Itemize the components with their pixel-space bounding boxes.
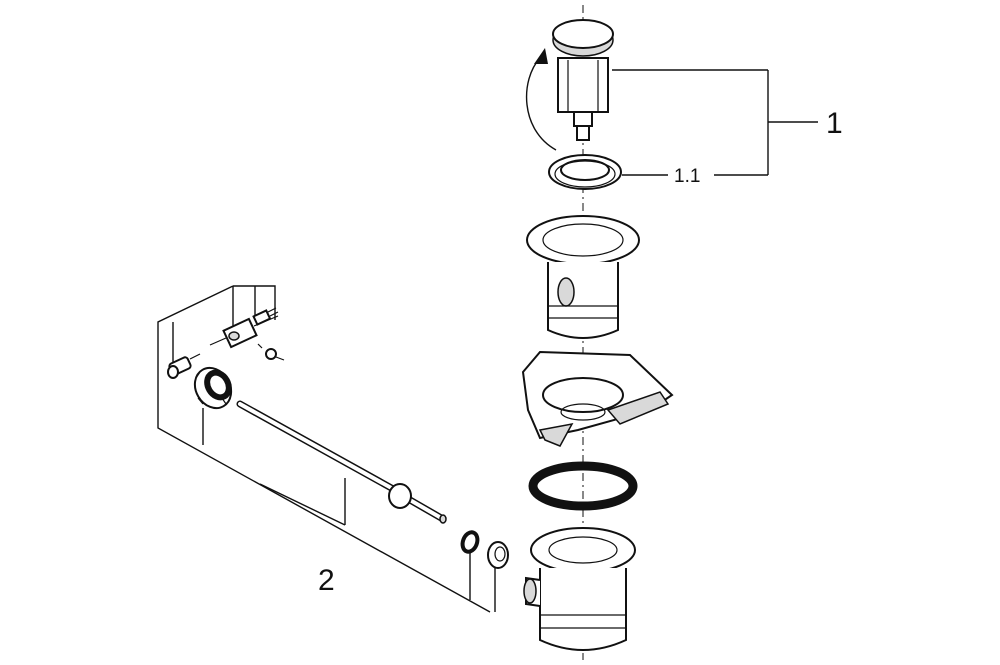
stopper-plug-part: [552, 19, 614, 141]
seal-ring-part: [548, 154, 622, 190]
drain-flange-part: [526, 215, 640, 339]
label-2: 2: [318, 564, 335, 597]
o-ring-part: [460, 530, 480, 554]
pivot-rod-part: [236, 400, 447, 524]
label-leader-lines-2: [157, 285, 496, 613]
small-screw-part: [257, 343, 285, 361]
rotation-arrow-icon: [525, 48, 557, 151]
rod-end-pin-part: [167, 353, 201, 379]
knurled-nut-part: [193, 366, 233, 410]
label-leader-lines-1: [612, 69, 818, 176]
washer-part: [487, 541, 509, 569]
label-1: 1: [826, 107, 843, 140]
clamp-screw-part: [252, 307, 279, 326]
drain-body-part: [523, 527, 636, 651]
clamp-block-part: [209, 315, 279, 349]
rubber-gasket-part: [528, 461, 638, 511]
basin-section-part: [521, 350, 674, 447]
label-1-1: 1.1: [674, 166, 700, 187]
